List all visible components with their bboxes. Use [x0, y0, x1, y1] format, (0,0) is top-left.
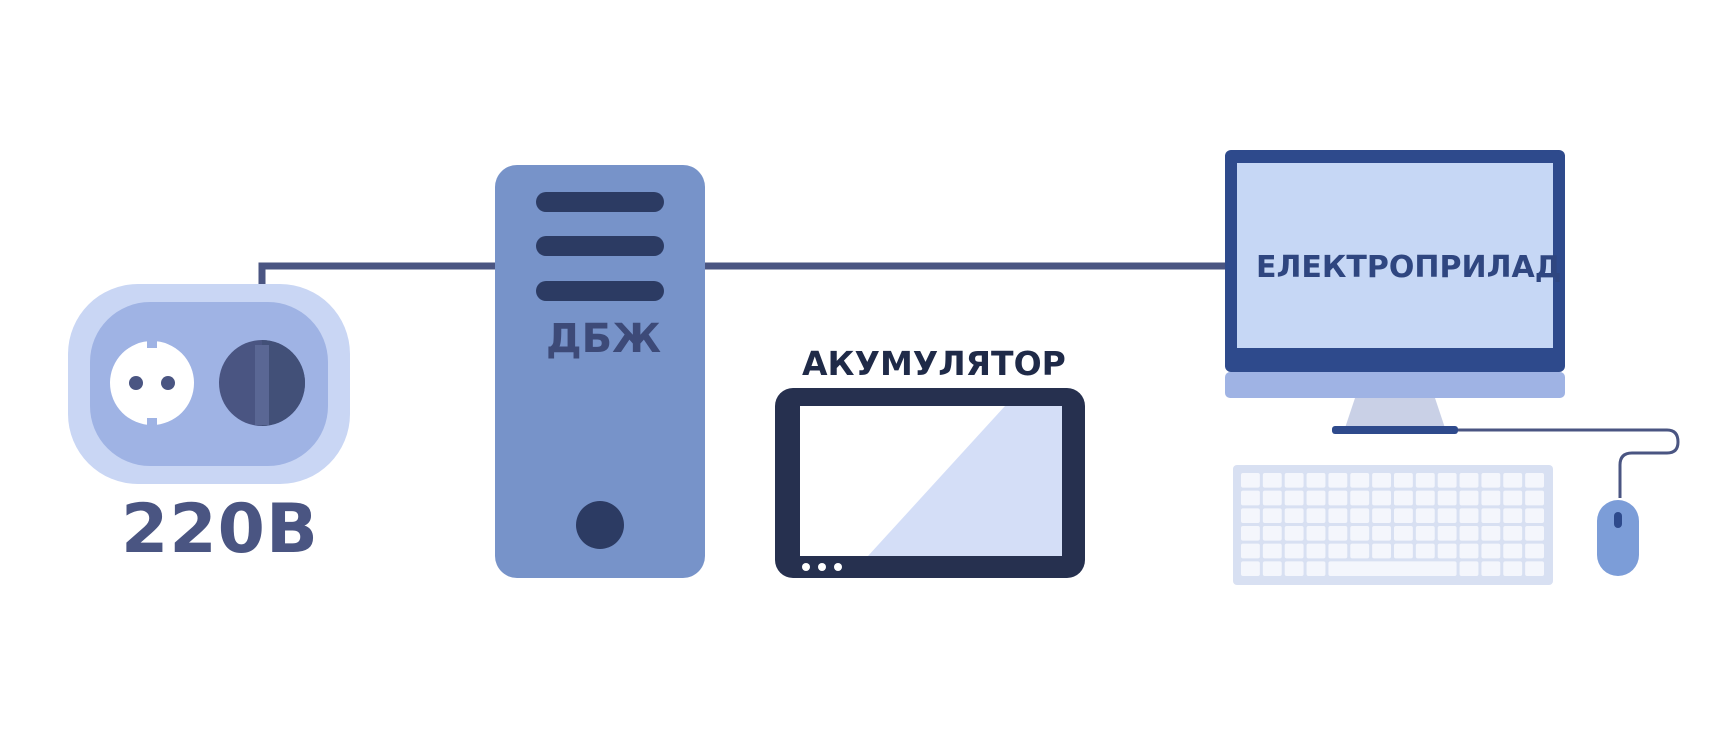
keyboard-key — [1241, 473, 1260, 488]
device-label: ЕЛЕКТРОПРИЛАД — [1256, 250, 1562, 285]
keyboard-key — [1262, 526, 1282, 541]
keyboard-key — [1481, 473, 1501, 488]
keyboard-key — [1459, 490, 1479, 506]
keyboard-key — [1503, 543, 1523, 559]
keyboard-key — [1306, 473, 1326, 488]
keyboard-key — [1503, 561, 1523, 576]
keyboard-key — [1241, 526, 1260, 541]
keyboard-key — [1503, 473, 1523, 488]
keyboard-key — [1284, 561, 1304, 576]
power-socket-icon — [68, 284, 350, 484]
keyboard-key — [1437, 526, 1457, 541]
voltage-label: 220В — [121, 490, 319, 569]
keyboard-key — [1525, 543, 1544, 559]
keyboard-key — [1372, 508, 1391, 523]
ups-tower-icon — [495, 165, 705, 578]
keyboard-key — [1284, 473, 1304, 488]
keyboard-key — [1503, 490, 1523, 506]
keyboard-key — [1262, 543, 1282, 559]
keyboard-key — [1328, 473, 1348, 488]
keyboard-key — [1394, 543, 1413, 559]
keyboard-key — [1525, 561, 1544, 576]
keyboard-key — [1525, 473, 1544, 488]
keyboard-key — [1241, 561, 1260, 576]
keyboard-key — [1262, 508, 1282, 523]
keyboard-key — [1262, 490, 1282, 506]
keyboard-key — [1394, 490, 1413, 506]
battery-label: АКУМУЛЯТОР — [802, 344, 1066, 383]
mouse-cable — [1458, 428, 1680, 498]
keyboard-key — [1372, 526, 1391, 541]
keyboard-key — [1262, 561, 1282, 576]
keyboard-key — [1415, 473, 1435, 488]
keyboard-key — [1284, 526, 1304, 541]
keyboard-key — [1525, 508, 1544, 523]
keyboard-key — [1372, 473, 1391, 488]
keyboard-key — [1306, 561, 1326, 576]
keyboard-key — [1459, 526, 1479, 541]
keyboard-key — [1437, 490, 1457, 506]
mouse-icon — [1597, 500, 1639, 576]
keyboard-key — [1350, 508, 1370, 523]
keyboard-key — [1415, 490, 1435, 506]
keyboard-key — [1306, 543, 1326, 559]
keyboard-key — [1459, 543, 1479, 559]
monitor-icon — [1225, 150, 1565, 434]
keyboard-key — [1503, 508, 1523, 523]
keyboard-key — [1415, 543, 1435, 559]
keyboard-key — [1241, 543, 1260, 559]
keyboard-key — [1437, 473, 1457, 488]
keyboard-key — [1284, 543, 1304, 559]
keyboard-key — [1262, 473, 1282, 488]
keyboard-key — [1350, 473, 1370, 488]
keyboard-key — [1503, 526, 1523, 541]
keyboard-key — [1372, 543, 1391, 559]
keyboard-key — [1459, 561, 1479, 576]
keyboard-key — [1350, 526, 1370, 541]
keyboard-key — [1394, 526, 1413, 541]
keyboard-key — [1328, 526, 1348, 541]
keyboard-icon — [1233, 465, 1553, 585]
keyboard-key — [1525, 526, 1544, 541]
keyboard-key — [1415, 508, 1435, 523]
keyboard-key — [1350, 490, 1370, 506]
keyboard-spacebar — [1328, 561, 1457, 576]
keyboard-key — [1394, 473, 1413, 488]
keyboard-key — [1481, 490, 1501, 506]
keyboard-key — [1437, 543, 1457, 559]
keyboard-key — [1328, 508, 1348, 523]
keyboard-key — [1284, 508, 1304, 523]
battery-tablet-icon — [775, 388, 1085, 578]
keyboard-key — [1459, 473, 1479, 488]
keyboard-key — [1481, 543, 1501, 559]
keyboard-key — [1328, 490, 1348, 506]
keyboard-key — [1459, 508, 1479, 523]
keyboard-key — [1372, 490, 1391, 506]
keyboard-key — [1525, 490, 1544, 506]
keyboard-key — [1306, 508, 1326, 523]
keyboard-key — [1241, 490, 1260, 506]
keyboard-key — [1306, 526, 1326, 541]
keyboard-key — [1481, 508, 1501, 523]
keyboard-key — [1241, 508, 1260, 523]
keyboard-key — [1481, 526, 1501, 541]
keyboard-key — [1437, 508, 1457, 523]
keyboard-key — [1481, 561, 1501, 576]
keyboard-key — [1415, 526, 1435, 541]
ups-label: ДБЖ — [546, 316, 662, 362]
keyboard-key — [1394, 508, 1413, 523]
keyboard-key — [1284, 490, 1304, 506]
keyboard-key — [1328, 543, 1348, 559]
keyboard-key — [1306, 490, 1326, 506]
keyboard-key — [1350, 543, 1370, 559]
